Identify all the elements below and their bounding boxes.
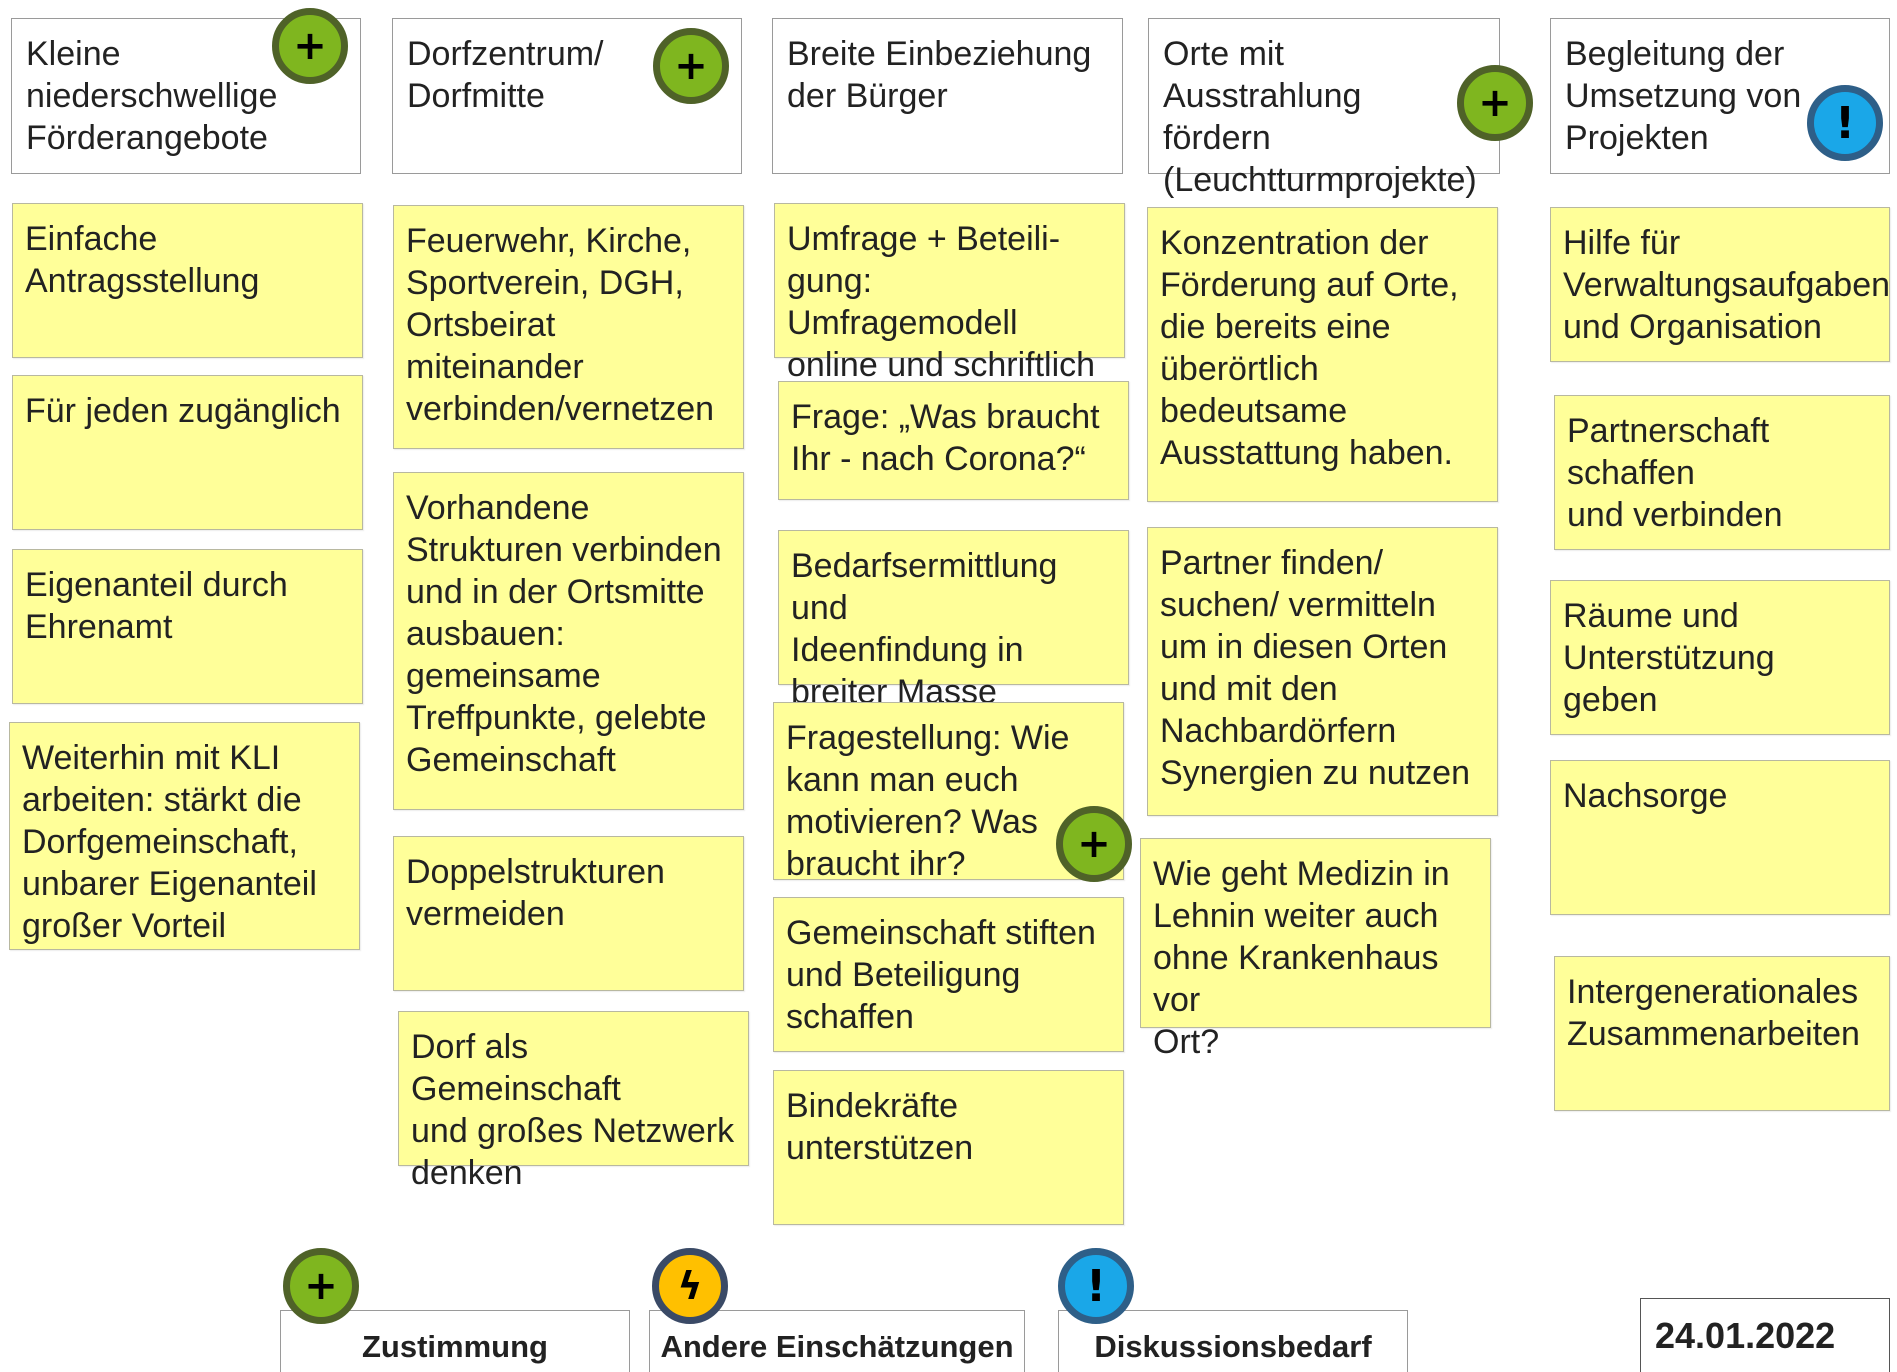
sticky-note: Partner finden/ suchen/ vermitteln um in… bbox=[1147, 527, 1498, 816]
sticky-note: Doppelstrukturen vermeiden bbox=[393, 836, 744, 991]
note-text: Partner finden/ suchen/ vermitteln um in… bbox=[1160, 544, 1470, 792]
note-text: Gemeinschaft stiften und Beteiligung sch… bbox=[786, 914, 1096, 1036]
plus-icon: + bbox=[1056, 806, 1132, 882]
note-text: Vorhandene Strukturen verbinden und in d… bbox=[406, 489, 722, 779]
note-text: Einfache Antragsstellung bbox=[25, 220, 260, 300]
date-text: 24.01.2022 bbox=[1655, 1315, 1836, 1356]
sticky-note: Gemeinschaft stiften und Beteiligung sch… bbox=[773, 897, 1124, 1052]
header-text: Begleitung der Umsetzung von Projekten bbox=[1565, 35, 1802, 157]
sticky-note: Wie geht Medizin in Lehnin weiter auch o… bbox=[1140, 838, 1491, 1061]
note-text: Doppelstrukturen vermeiden bbox=[406, 853, 665, 933]
sticky-note: Vorhandene Strukturen verbinden und in d… bbox=[393, 472, 744, 810]
sticky-note: Umfrage + Beteili- gung: Umfragemodell o… bbox=[774, 203, 1125, 384]
note-text: Umfrage + Beteili- gung: Umfragemodell o… bbox=[787, 220, 1096, 384]
sticky-note: Für jeden zugänglich bbox=[12, 375, 363, 530]
column-header-einbeziehung: Breite Einbeziehung der Bürger bbox=[772, 18, 1123, 174]
legend-label: Andere Einschätzungen bbox=[660, 1329, 1014, 1364]
plus-icon: + bbox=[653, 28, 729, 104]
sticky-note: Weiterhin mit KLI arbeiten: stärkt die D… bbox=[9, 722, 360, 950]
header-text: Kleine niederschwellige Förderangebote bbox=[26, 35, 278, 157]
legend-diskussionsbedarf: Diskussionsbedarf bbox=[1058, 1310, 1408, 1372]
header-text: Breite Einbeziehung der Bürger bbox=[787, 35, 1092, 115]
sticky-note: Bindekräfte unterstützen bbox=[773, 1070, 1124, 1225]
note-text: Bedarfsermittlung und Ideenfindung in br… bbox=[791, 547, 1058, 711]
sticky-note: Partnerschaft schaffen und verbinden bbox=[1554, 395, 1890, 550]
legend-zustimmung: Zustimmung bbox=[280, 1310, 630, 1372]
note-text: Feuerwehr, Kirche, Sportverein, DGH, Ort… bbox=[406, 222, 715, 428]
exclamation-icon: ! bbox=[1058, 1248, 1134, 1324]
note-text: Nachsorge bbox=[1563, 777, 1728, 815]
note-text: Bindekräfte unterstützen bbox=[786, 1087, 974, 1167]
sticky-note: Nachsorge bbox=[1550, 760, 1890, 915]
plus-icon: + bbox=[283, 1248, 359, 1324]
note-text: Fragestellung: Wie kann man euch motivie… bbox=[786, 719, 1070, 883]
note-text: Für jeden zugänglich bbox=[25, 392, 341, 430]
note-text: Hilfe für Verwaltungsaufgaben und Organi… bbox=[1563, 224, 1891, 346]
plus-icon: + bbox=[1457, 65, 1533, 141]
sticky-note: Bedarfsermittlung und Ideenfindung in br… bbox=[778, 530, 1129, 711]
note-text: Weiterhin mit KLI arbeiten: stärkt die D… bbox=[22, 739, 317, 945]
header-text: Dorfzentrum/ Dorfmitte bbox=[407, 35, 604, 115]
header-text: Orte mit Ausstrahlung fördern (Leuchttur… bbox=[1163, 35, 1477, 199]
sticky-note: Intergenerationales Zusammenarbeiten bbox=[1554, 956, 1890, 1111]
legend-label: Zustimmung bbox=[362, 1329, 548, 1364]
date-label: 24.01.2022 bbox=[1640, 1298, 1890, 1372]
note-text: Dorf als Gemeinschaft und großes Netzwer… bbox=[411, 1028, 735, 1192]
legend-andere-einschaetzungen: Andere Einschätzungen bbox=[649, 1310, 1025, 1372]
sticky-note: Räume und Unterstützung geben bbox=[1550, 580, 1890, 735]
note-text: Partnerschaft schaffen und verbinden bbox=[1567, 412, 1783, 534]
sticky-note: Hilfe für Verwaltungsaufgaben und Organi… bbox=[1550, 207, 1890, 362]
sticky-note: Frage: „Was braucht Ihr - nach Corona?“ bbox=[778, 381, 1129, 500]
sticky-note: Einfache Antragsstellung bbox=[12, 203, 363, 358]
sticky-note: Feuerwehr, Kirche, Sportverein, DGH, Ort… bbox=[393, 205, 744, 449]
legend-label: Diskussionsbedarf bbox=[1094, 1329, 1372, 1364]
note-text: Konzentration der Förderung auf Orte, di… bbox=[1160, 224, 1459, 472]
sticky-note: Eigenanteil durch Ehrenamt bbox=[12, 549, 363, 704]
exclamation-icon: ! bbox=[1807, 85, 1883, 161]
note-text: Eigenanteil durch Ehrenamt bbox=[25, 566, 288, 646]
sticky-note: Dorf als Gemeinschaft und großes Netzwer… bbox=[398, 1011, 749, 1192]
note-text: Intergenerationales Zusammenarbeiten bbox=[1567, 973, 1860, 1053]
note-text: Wie geht Medizin in Lehnin weiter auch o… bbox=[1153, 855, 1450, 1061]
note-text: Frage: „Was braucht Ihr - nach Corona?“ bbox=[791, 398, 1100, 478]
column-header-ausstrahlung: Orte mit Ausstrahlung fördern (Leuchttur… bbox=[1148, 18, 1500, 199]
note-text: Räume und Unterstützung geben bbox=[1563, 597, 1775, 719]
lightning-icon: ϟ bbox=[652, 1248, 728, 1324]
sticky-note: Konzentration der Förderung auf Orte, di… bbox=[1147, 207, 1498, 502]
plus-icon: + bbox=[272, 8, 348, 84]
